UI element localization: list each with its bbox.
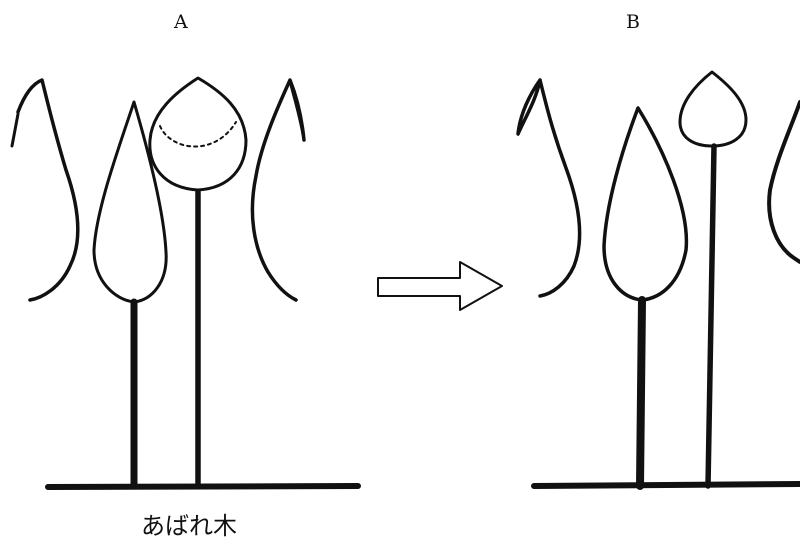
b-leaf-bud-stem — [640, 300, 642, 486]
a-right-leaf — [252, 80, 304, 300]
b-flower-bud-stem — [708, 146, 714, 486]
a-flower-bud-dotted-arc — [160, 122, 236, 147]
panel-b — [518, 72, 800, 486]
panel-a-label: A — [174, 13, 188, 32]
a-ground-line — [48, 486, 358, 487]
a-left-leaf — [18, 80, 78, 300]
panel-b-label: B — [626, 13, 640, 32]
a-left-leaf-tip — [12, 114, 18, 146]
transition-arrow — [378, 262, 502, 310]
b-leaf-bud — [604, 108, 686, 300]
b-ground-line — [534, 484, 800, 486]
panel-a — [12, 78, 358, 487]
b-right-leaf-partial — [769, 102, 800, 262]
a-leaf-bud — [94, 102, 166, 302]
b-left-leaf — [518, 80, 580, 296]
diagram-caption: あばれ木 — [141, 514, 237, 538]
b-flower-bud — [680, 72, 746, 146]
arrow-icon — [378, 262, 502, 310]
